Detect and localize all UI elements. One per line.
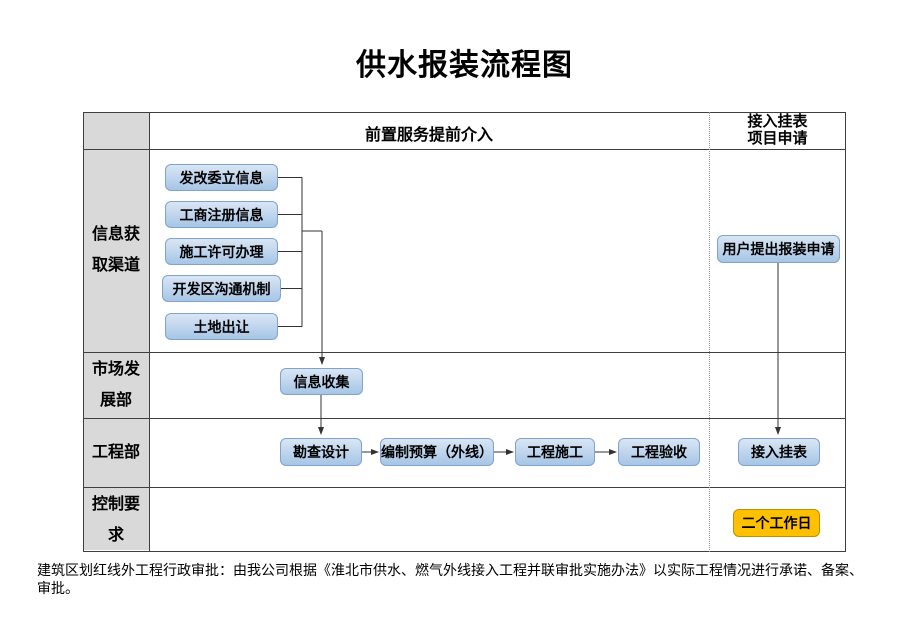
row-label-control-req: 控制要 求 (91, 496, 140, 544)
row-label-market-dept: 市场发 展部 (91, 361, 140, 409)
column-divider-labels (149, 112, 150, 552)
table-border (83, 112, 846, 552)
row-label-engineering-dept: 工程部 (91, 444, 140, 461)
row-divider-1 (83, 352, 846, 353)
page-title: 供水报装流程图 (356, 49, 573, 82)
node-acceptance: 工程验收 (618, 438, 700, 466)
row-divider-3 (83, 487, 846, 488)
header-meter-application: 接入挂表 项目申请 (709, 114, 846, 148)
header-meter-line2: 项目申请 (747, 131, 808, 147)
node-construction-permit: 施工许可办理 (165, 238, 278, 265)
row-divider-header (83, 149, 846, 150)
node-user-application: 用户提出报装申请 (717, 235, 840, 263)
node-two-workdays: 二个工作日 (733, 509, 820, 537)
node-land-transfer: 土地出让 (165, 313, 278, 340)
header-pre-service: 前置服务提前介入 (364, 127, 493, 144)
node-devzone-communication: 开发区沟通机制 (162, 275, 281, 302)
node-budget-outline: 编制预算（外线） (380, 438, 494, 466)
node-survey-design: 勘查设计 (280, 438, 362, 466)
node-business-registration: 工商注册信息 (165, 201, 278, 228)
node-ndrc-info: 发改委立信息 (165, 164, 278, 191)
row-label-column (84, 113, 149, 550)
node-info-collection: 信息收集 (280, 368, 363, 395)
footnote-text: 建筑区划红线外工程行政审批：由我公司根据《淮北市供水、燃气外线接入工程并联审批实… (37, 564, 863, 597)
header-meter-line1: 接入挂表 (747, 114, 808, 130)
column-divider-dotted (709, 112, 710, 552)
row-divider-2 (83, 418, 846, 419)
row-label-info-channel: 信息获 取渠道 (91, 226, 140, 274)
node-meter-connection: 接入挂表 (738, 438, 820, 466)
node-construction: 工程施工 (515, 438, 595, 466)
